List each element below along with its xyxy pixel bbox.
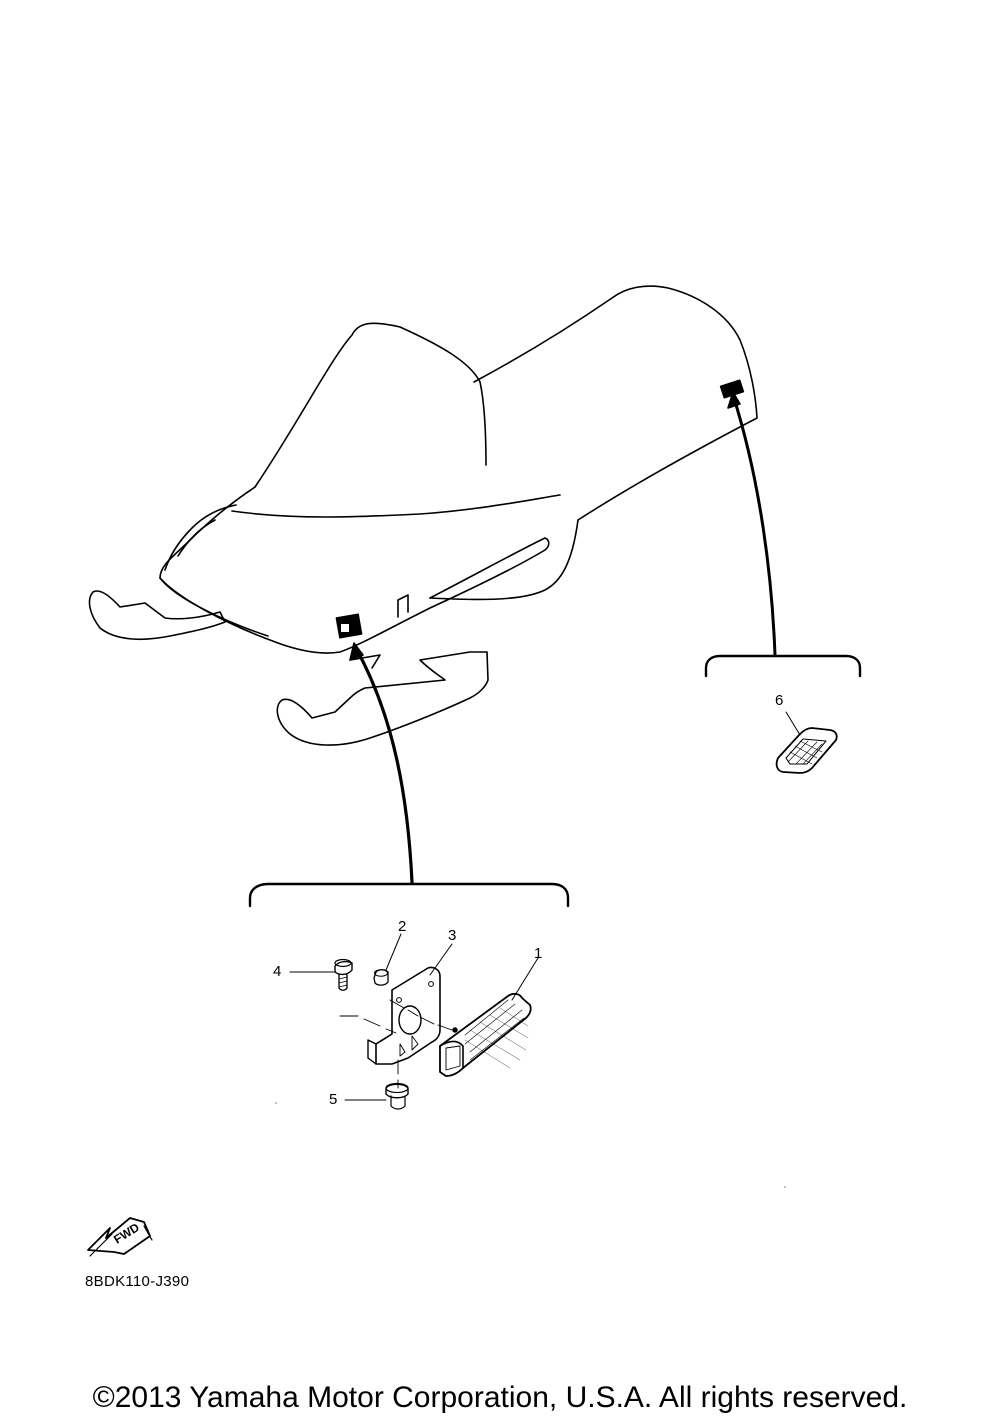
speck: [275, 1102, 277, 1104]
reflector-marker-front: [335, 613, 363, 639]
fwd-arrow-icon: FWD: [87, 1217, 153, 1257]
leader-arrow-front: [349, 642, 414, 884]
callout-6: 6: [775, 692, 784, 709]
part-4-bolt: [289, 958, 353, 991]
speck: [784, 1186, 786, 1188]
drawing-code: 8BDK110-J390: [85, 1273, 190, 1290]
part-2-nut: [373, 933, 402, 986]
part-5-nut: [344, 1082, 409, 1110]
callout-5: 5: [329, 1091, 338, 1108]
leader-arrow-rear: [727, 391, 777, 657]
callout-2: 2: [398, 918, 407, 935]
assembly-lines: [339, 999, 458, 1089]
callout-4: 4: [273, 963, 282, 980]
part-6-reflector: [775, 711, 838, 774]
callout-3: 3: [448, 927, 457, 944]
snowmobile-outline: [88, 285, 758, 746]
copyright-notice: ©2013 Yamaha Motor Corporation, U.S.A. A…: [92, 1381, 908, 1414]
group-bracket-front: [248, 882, 570, 908]
part-3-bracket: [367, 943, 453, 1065]
group-bracket-rear: [704, 654, 862, 678]
callout-1: 1: [534, 945, 543, 962]
part-1-reflector: [439, 957, 539, 1077]
